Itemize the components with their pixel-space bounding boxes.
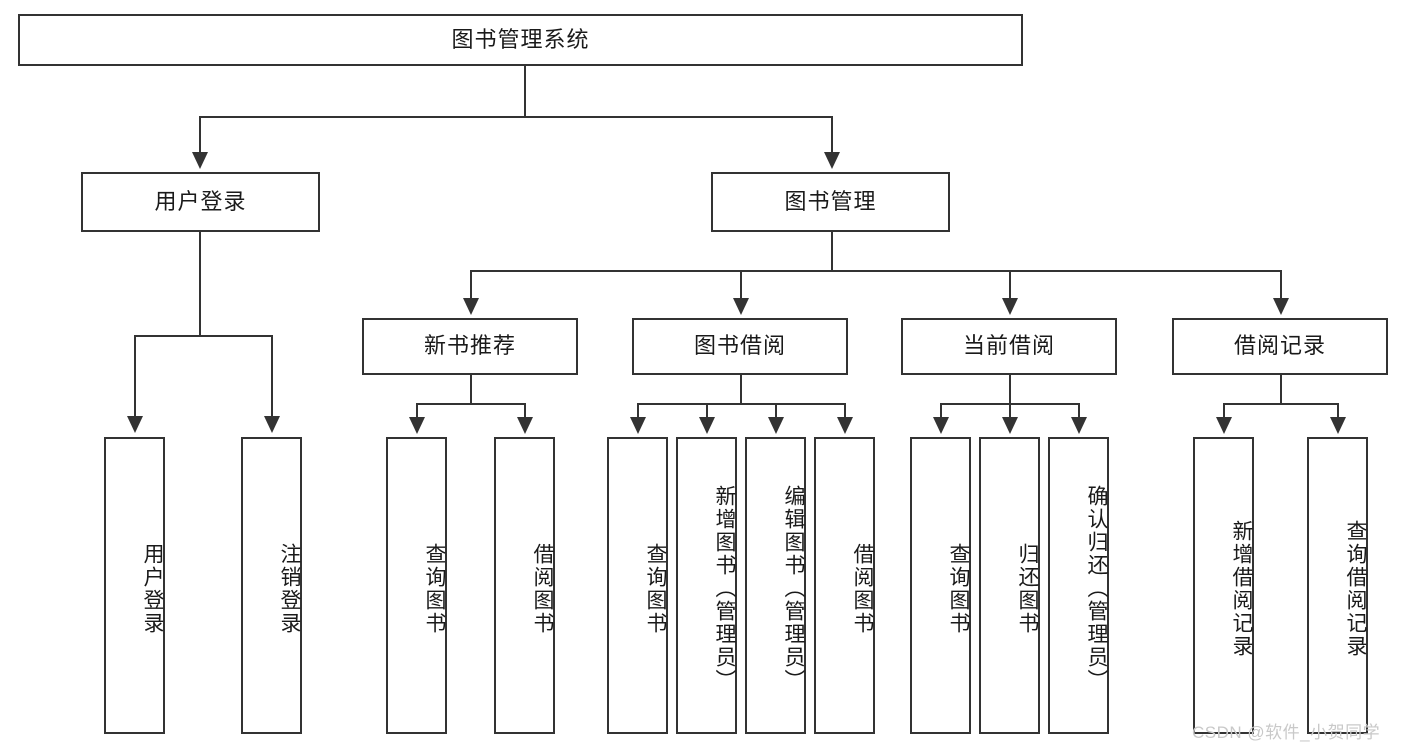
connector-cb-leaf-3	[1078, 403, 1080, 419]
arrowhead-bb-leaf-3	[768, 417, 784, 434]
arrowhead-cb-leaf-1	[933, 417, 949, 434]
connector-bb-leaf-3	[775, 403, 777, 419]
node-leaf-logout[interactable]: 注销登录	[241, 437, 302, 734]
node-leaf-borrow-book-bb[interactable]: 借阅图书	[814, 437, 875, 734]
connector-new-book-stem	[470, 375, 472, 403]
connector-root-bus	[199, 116, 831, 118]
connector-bm-to-current-borrow	[1009, 270, 1011, 300]
connector-user-login-leaf-1	[134, 335, 136, 418]
connector-br-leaf-1	[1223, 403, 1225, 419]
node-label: 图书管理	[784, 188, 877, 214]
connector-br-leaf-2	[1337, 403, 1339, 419]
arrowhead-br-leaf-2	[1330, 417, 1346, 434]
connector-book-borrow-stem	[740, 375, 742, 403]
node-label: 查询图书	[947, 542, 970, 635]
arrowhead-bb-leaf-2	[699, 417, 715, 434]
arrowhead-book-management	[824, 152, 840, 169]
connector-borrow-record-stem	[1280, 375, 1282, 403]
node-label: 归还图书	[1016, 542, 1039, 635]
node-label: 新增图书（管理员）	[713, 485, 736, 692]
node-leaf-user-login[interactable]: 用户登录	[104, 437, 165, 734]
arrowhead-nb-leaf-2	[517, 417, 533, 434]
connector-user-login-leaf-2	[271, 335, 273, 418]
connector-cb-leaf-2	[1009, 403, 1011, 419]
node-label: 借阅图书	[851, 542, 874, 635]
connector-user-login-bus	[134, 335, 271, 337]
node-label: 借阅图书	[531, 542, 554, 635]
arrowhead-br-leaf-1	[1216, 417, 1232, 434]
arrowhead-current-borrow	[1002, 298, 1018, 315]
node-leaf-query-book-nb[interactable]: 查询图书	[386, 437, 447, 734]
node-leaf-query-book-cb[interactable]: 查询图书	[910, 437, 971, 734]
node-borrow-record[interactable]: 借阅记录	[1172, 318, 1388, 375]
node-label: 确认归还（管理员）	[1085, 485, 1108, 692]
arrowhead-nb-leaf-1	[409, 417, 425, 434]
connector-book-borrow-bus	[637, 403, 844, 405]
connector-cb-leaf-1	[940, 403, 942, 419]
connector-book-management-stem	[831, 232, 833, 270]
node-label: 查询图书	[423, 542, 446, 635]
node-leaf-return-book[interactable]: 归还图书	[979, 437, 1040, 734]
watermark-csdn: CSDN @软件_小贺同学	[1192, 723, 1381, 742]
node-current-borrow[interactable]: 当前借阅	[901, 318, 1117, 375]
node-label: 借阅记录	[1233, 333, 1326, 359]
arrowhead-borrow-record	[1273, 298, 1289, 315]
node-label: 当前借阅	[962, 333, 1055, 359]
connector-bb-leaf-1	[637, 403, 639, 419]
node-leaf-confirm-return-admin[interactable]: 确认归还（管理员）	[1048, 437, 1109, 734]
node-leaf-borrow-book-nb[interactable]: 借阅图书	[494, 437, 555, 734]
node-book-borrow[interactable]: 图书借阅	[632, 318, 848, 375]
node-leaf-edit-book-admin[interactable]: 编辑图书（管理员）	[745, 437, 806, 734]
node-label: 注销登录	[278, 542, 301, 635]
arrowhead-bb-leaf-1	[630, 417, 646, 434]
connector-root-to-user-login	[199, 116, 201, 154]
node-label: 用户登录	[141, 542, 164, 635]
arrowhead-user-login	[192, 152, 208, 169]
connector-root-to-book-management	[831, 116, 833, 154]
connector-root-stem	[524, 66, 526, 116]
node-leaf-add-borrow-record[interactable]: 新增借阅记录	[1193, 437, 1254, 734]
node-user-login[interactable]: 用户登录	[81, 172, 320, 232]
arrowhead-new-book-recommend	[463, 298, 479, 315]
arrowhead-leaf-user-login-2	[264, 416, 280, 433]
connector-bm-to-book-borrow	[740, 270, 742, 300]
node-book-management[interactable]: 图书管理	[711, 172, 950, 232]
node-label: 图书借阅	[693, 333, 786, 359]
connector-bb-leaf-4	[844, 403, 846, 419]
node-label: 查询图书	[644, 542, 667, 635]
node-label: 编辑图书（管理员）	[782, 485, 805, 692]
node-label: 图书管理系统	[451, 26, 590, 52]
node-label: 新增借阅记录	[1230, 519, 1253, 658]
node-label: 查询借阅记录	[1344, 519, 1367, 658]
arrowhead-cb-leaf-3	[1071, 417, 1087, 434]
node-leaf-query-book-bb[interactable]: 查询图书	[607, 437, 668, 734]
connector-new-book-bus	[416, 403, 524, 405]
connector-current-borrow-stem	[1009, 375, 1011, 403]
arrowhead-book-borrow	[733, 298, 749, 315]
node-label: 用户登录	[154, 188, 247, 214]
arrowhead-bb-leaf-4	[837, 417, 853, 434]
connector-nb-leaf-2	[524, 403, 526, 419]
connector-user-login-stem	[199, 232, 201, 335]
connector-bb-leaf-2	[706, 403, 708, 419]
node-new-book-recommend[interactable]: 新书推荐	[362, 318, 578, 375]
node-label: 新书推荐	[423, 333, 516, 359]
node-leaf-add-book-admin[interactable]: 新增图书（管理员）	[676, 437, 737, 734]
connector-nb-leaf-1	[416, 403, 418, 419]
connector-book-management-bus	[470, 270, 1280, 272]
connector-borrow-record-bus	[1223, 403, 1337, 405]
node-root-book-management-system[interactable]: 图书管理系统	[18, 14, 1023, 66]
connector-bm-to-borrow-record	[1280, 270, 1282, 300]
node-leaf-query-borrow-record[interactable]: 查询借阅记录	[1307, 437, 1368, 734]
arrowhead-cb-leaf-2	[1002, 417, 1018, 434]
arrowhead-leaf-user-login-1	[127, 416, 143, 433]
connector-bm-to-new-book	[470, 270, 472, 300]
